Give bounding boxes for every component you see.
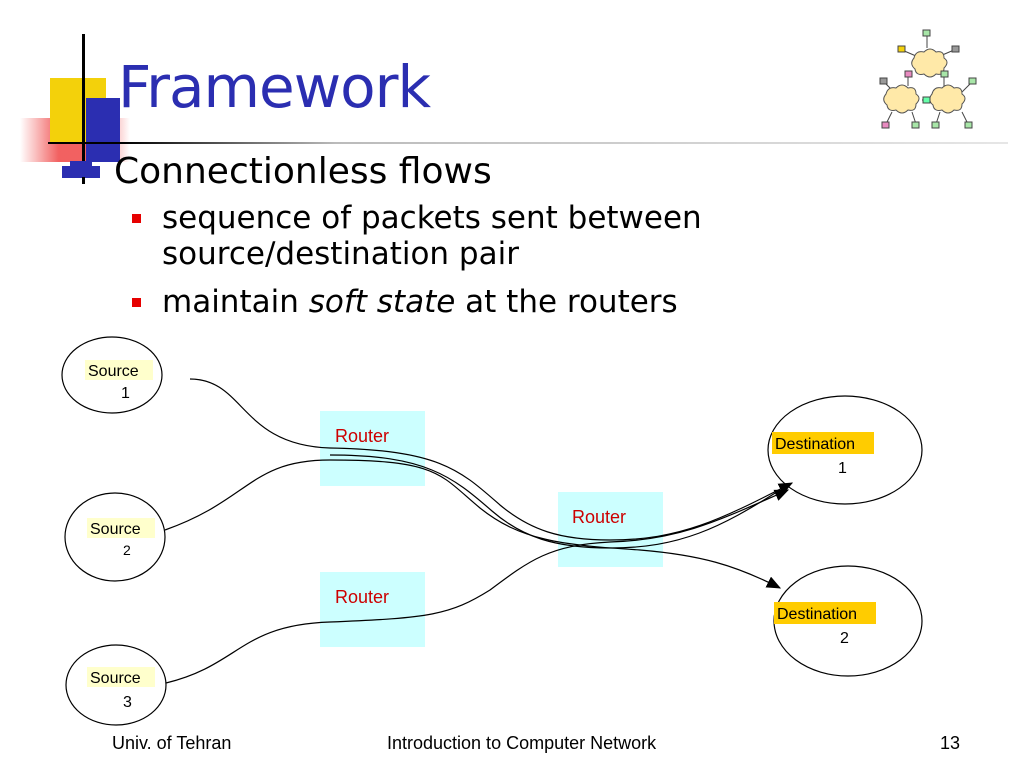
bullet-connectionless-flows: Connectionless flows [70,150,492,194]
sub-bullet-sequence: sequence of packets sent between source/… [132,200,802,272]
source-num-3: 3 [123,694,132,711]
footer-course-title: Introduction to Computer Network [387,733,657,753]
flow-s1-d1-b [329,454,781,549]
source-label-3: Source [90,670,141,687]
router-label-top: Router [335,426,389,446]
source-label-1: Source [88,363,139,380]
flow-s2-d2 [164,459,782,589]
router-box-middle [558,492,663,567]
slide-title: Framework [118,53,431,121]
flow-s3-d1 [165,489,790,684]
destination-label-bg-1 [772,432,874,454]
destination-num-2: 2 [840,630,849,647]
network-cloud-icon [879,29,977,129]
sub-bullet-text-emphasis: soft state [308,284,456,320]
sub-bullet-text-pre: maintain [162,284,309,320]
bullet-marker [70,161,92,177]
title-underline [48,142,1008,144]
sub-bullet-text-post: at the routers [455,284,678,320]
destination-label-1: Destination [775,436,855,453]
destination-num-1: 1 [838,460,847,477]
bullet-text: Connectionless flows [114,151,492,192]
destination-label-bg-2 [774,602,876,624]
source-label-bg-2 [87,518,155,538]
footer-page-number: 13 [940,733,961,753]
router-label-bottom: Router [335,587,389,607]
source-num-1: 1 [121,385,130,402]
flow-diagram: Source 1 Source 2 Source 3 Router Router… [61,336,923,726]
source-label-2: Source [90,521,141,538]
sub-bullet-marker [132,298,141,307]
flow-s1-d1-a [189,378,794,541]
decorative-vertical-line [82,34,85,184]
footer-university: Univ. of Tehran [112,733,232,753]
sub-bullet-text: sequence of packets sent between source/… [162,200,702,272]
sub-bullet-marker [132,214,141,223]
source-label-bg-1 [85,360,153,380]
source-num-2: 2 [123,542,131,558]
router-label-middle: Router [572,507,626,527]
source-label-bg-3 [87,667,155,687]
router-box-bottom [320,572,425,647]
destination-label-2: Destination [777,606,857,623]
sub-bullet-soft-state: maintain soft state at the routers [132,284,802,320]
decorative-blue-block [86,98,120,162]
